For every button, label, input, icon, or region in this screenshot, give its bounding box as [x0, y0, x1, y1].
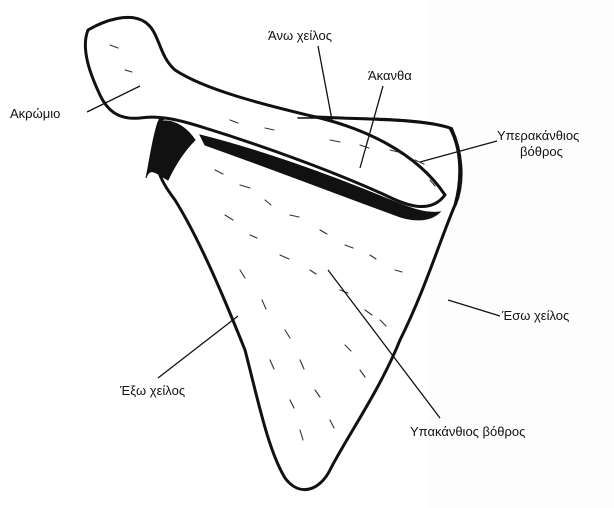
label-supraspinous-fossa-line1: Υπερακάνθιος — [497, 128, 579, 143]
label-acromion: Ακρώμιο — [10, 106, 60, 121]
leader-lateral-border — [158, 316, 238, 378]
label-superior-border: Άνω χείλος — [268, 28, 332, 43]
label-infraspinous-fossa: Υπακάνθιος βόθρος — [410, 424, 525, 439]
label-medial-border: Έσω χείλος — [501, 308, 569, 323]
leader-superior-border — [318, 46, 332, 120]
label-spine: Άκανθα — [368, 68, 412, 83]
label-supraspinous-fossa-line2: βόθρος — [520, 144, 563, 159]
label-lateral-border: Έξω χείλος — [119, 383, 185, 398]
